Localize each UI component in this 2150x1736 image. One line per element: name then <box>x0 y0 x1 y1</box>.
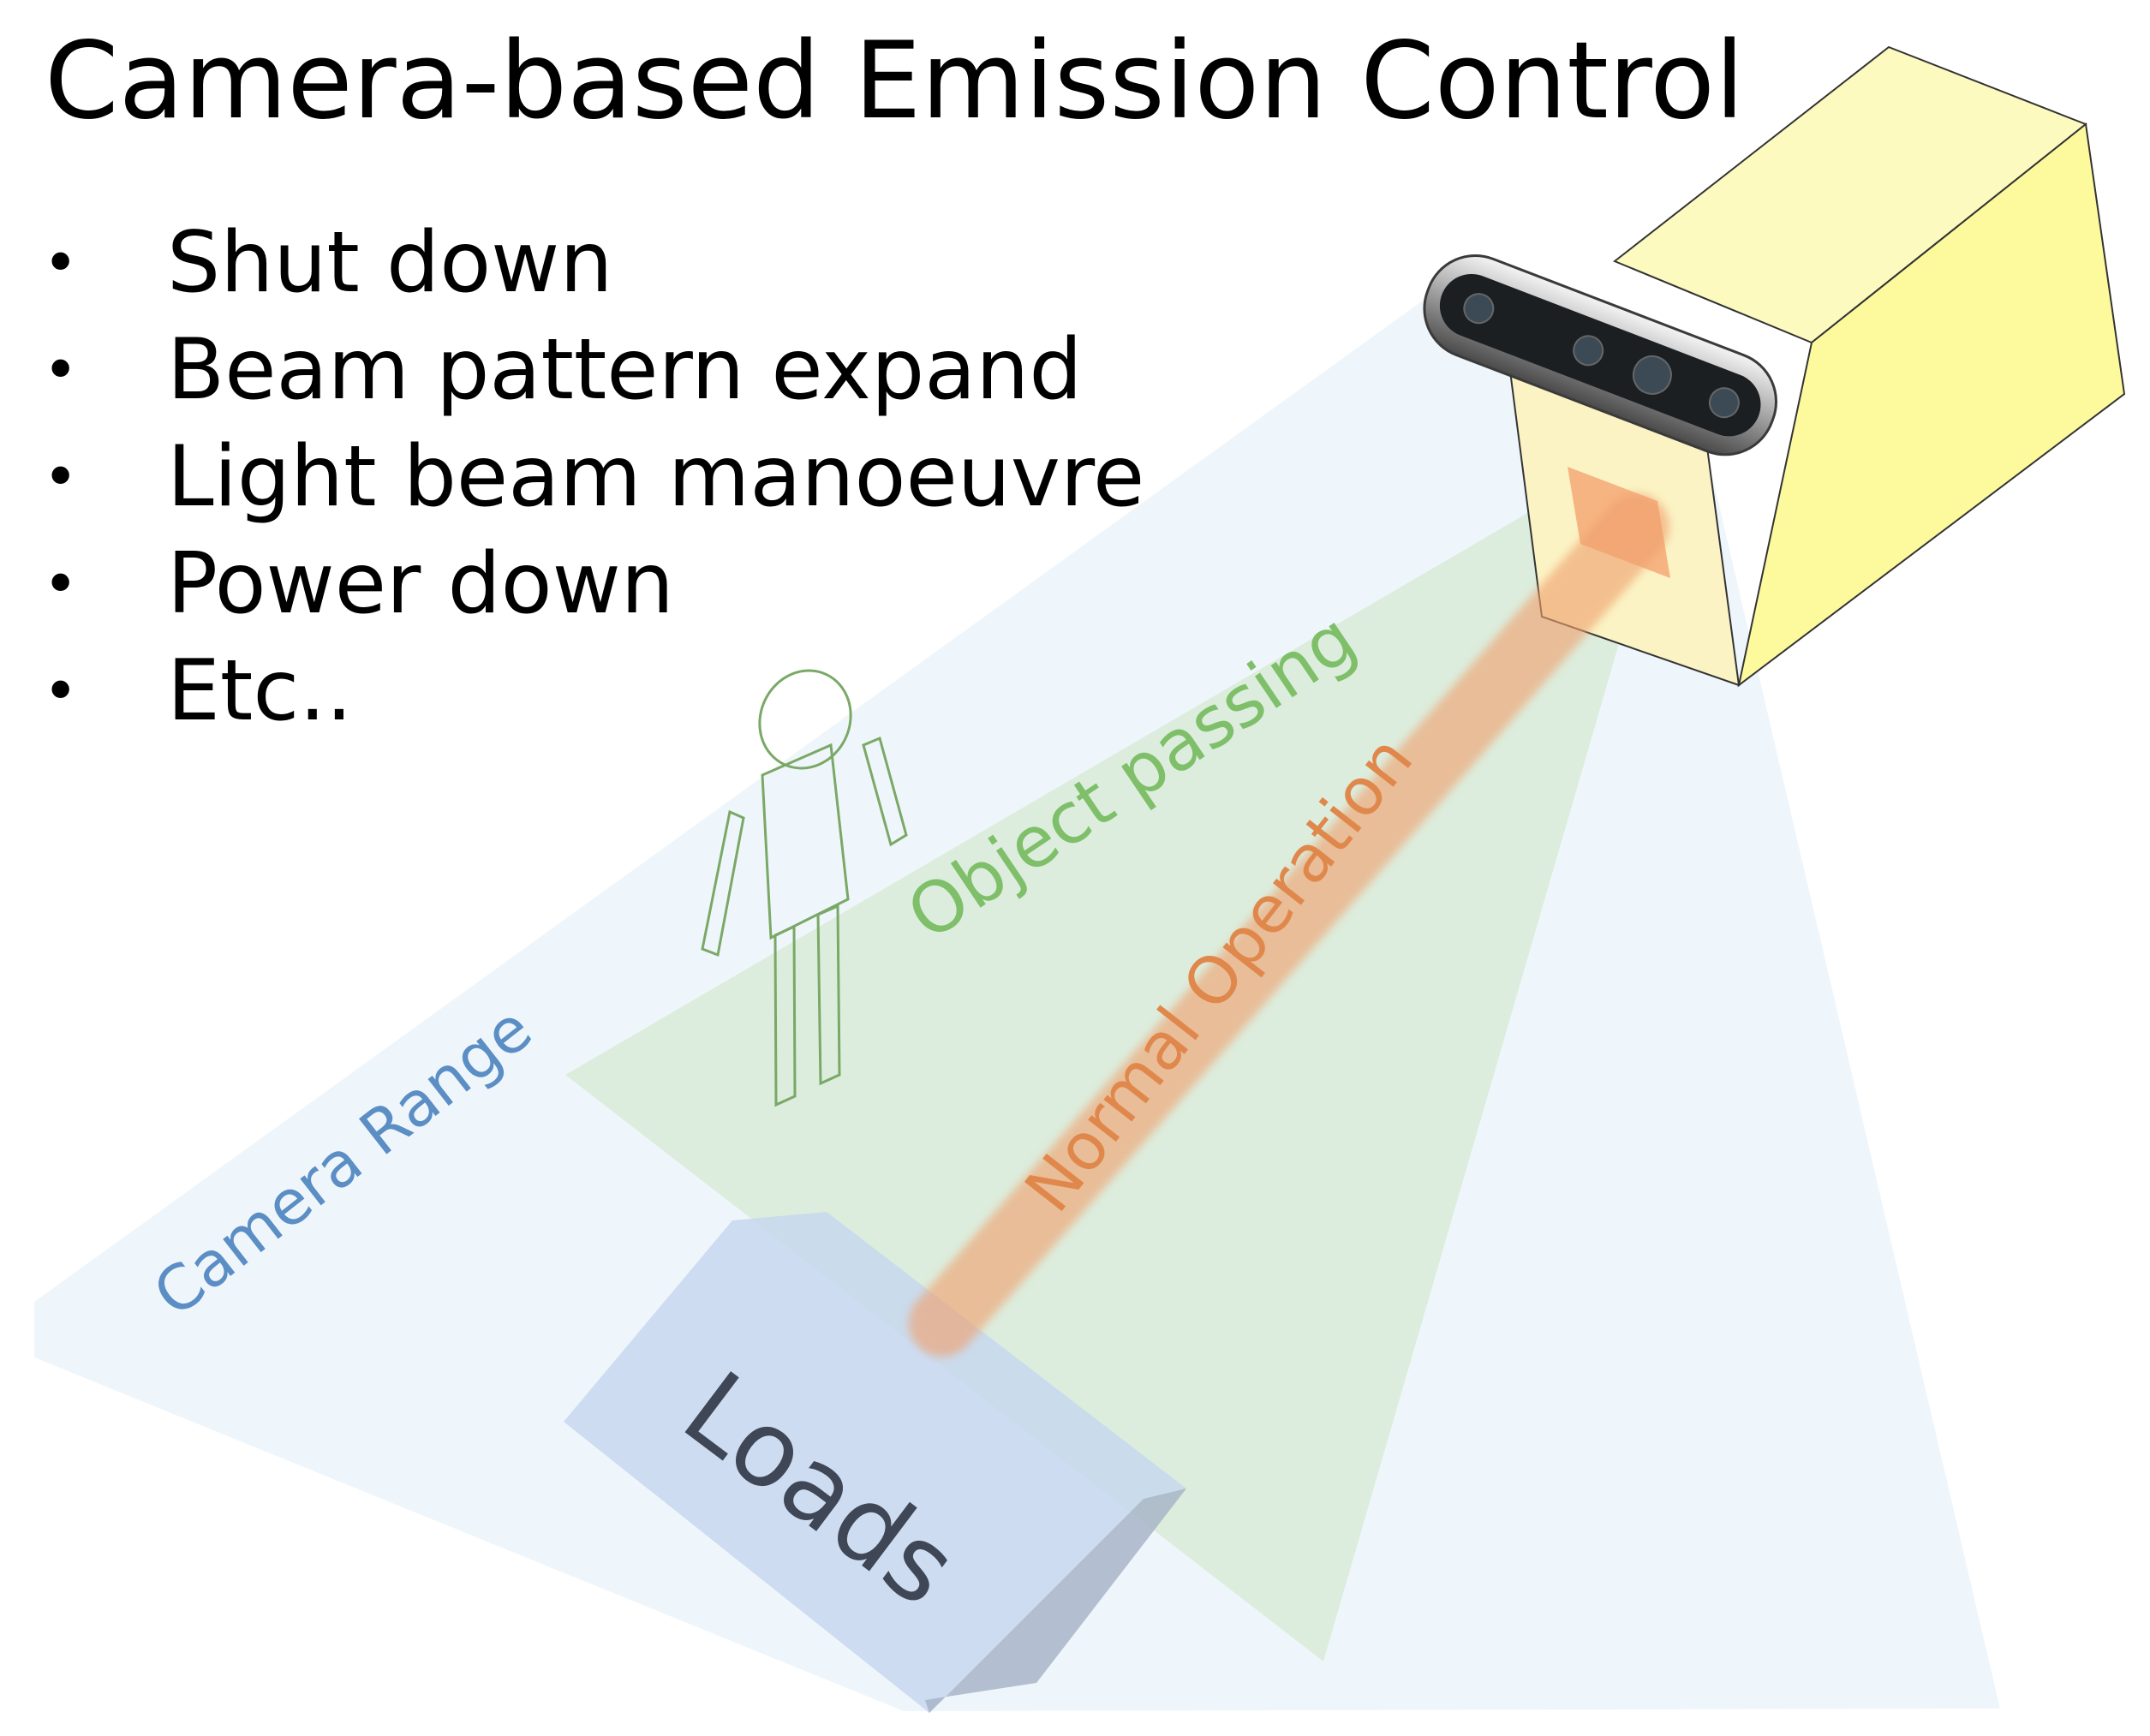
action-power-down: Power down <box>167 535 674 633</box>
person-outline-icon <box>701 669 908 1107</box>
depth-camera-icon <box>1423 254 1777 456</box>
loads-box <box>564 1212 1186 1713</box>
action-light-beam-manoeuvre: Light beam manoeuvre <box>167 428 1145 526</box>
person-left-arm <box>701 809 745 957</box>
person-right-arm <box>862 736 908 847</box>
bullet-icon: • <box>43 656 79 726</box>
camera-lens <box>1708 387 1740 419</box>
page-title: Camera-based Emission Control <box>45 20 1745 143</box>
camera-lens <box>1573 335 1604 367</box>
person-right-leg <box>816 904 841 1086</box>
camera-lens <box>1632 355 1672 395</box>
normal-operation-beam <box>909 493 1669 1357</box>
housing-side-face <box>1737 122 2126 688</box>
loads-top-face <box>564 1212 1186 1713</box>
action-beam-pattern-expand: Beam pattern expand <box>167 321 1083 419</box>
bullet-icon: • <box>43 228 79 298</box>
bullet-icon: • <box>43 549 79 619</box>
camera-lens <box>1463 293 1495 325</box>
bullet-icon: • <box>43 442 79 512</box>
action-shut-down: Shut down <box>167 214 613 312</box>
bullet-icon: • <box>43 335 79 405</box>
person-body <box>761 743 850 940</box>
object-passing-area <box>565 480 1632 1661</box>
person-left-leg <box>773 924 797 1107</box>
loads-side-face <box>925 1488 1186 1713</box>
action-etc: Etc.. <box>167 642 353 740</box>
